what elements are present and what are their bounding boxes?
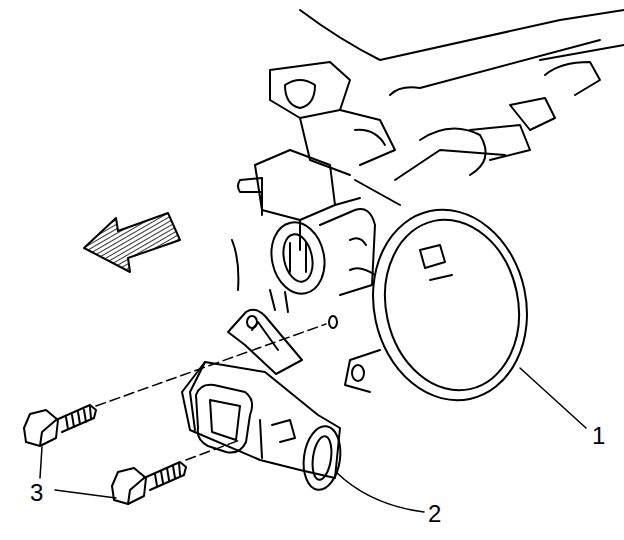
direction-arrow [84, 213, 180, 272]
callout-number: 1 [592, 424, 605, 448]
callout-number: 2 [428, 502, 441, 526]
callout-number: 3 [30, 481, 43, 505]
